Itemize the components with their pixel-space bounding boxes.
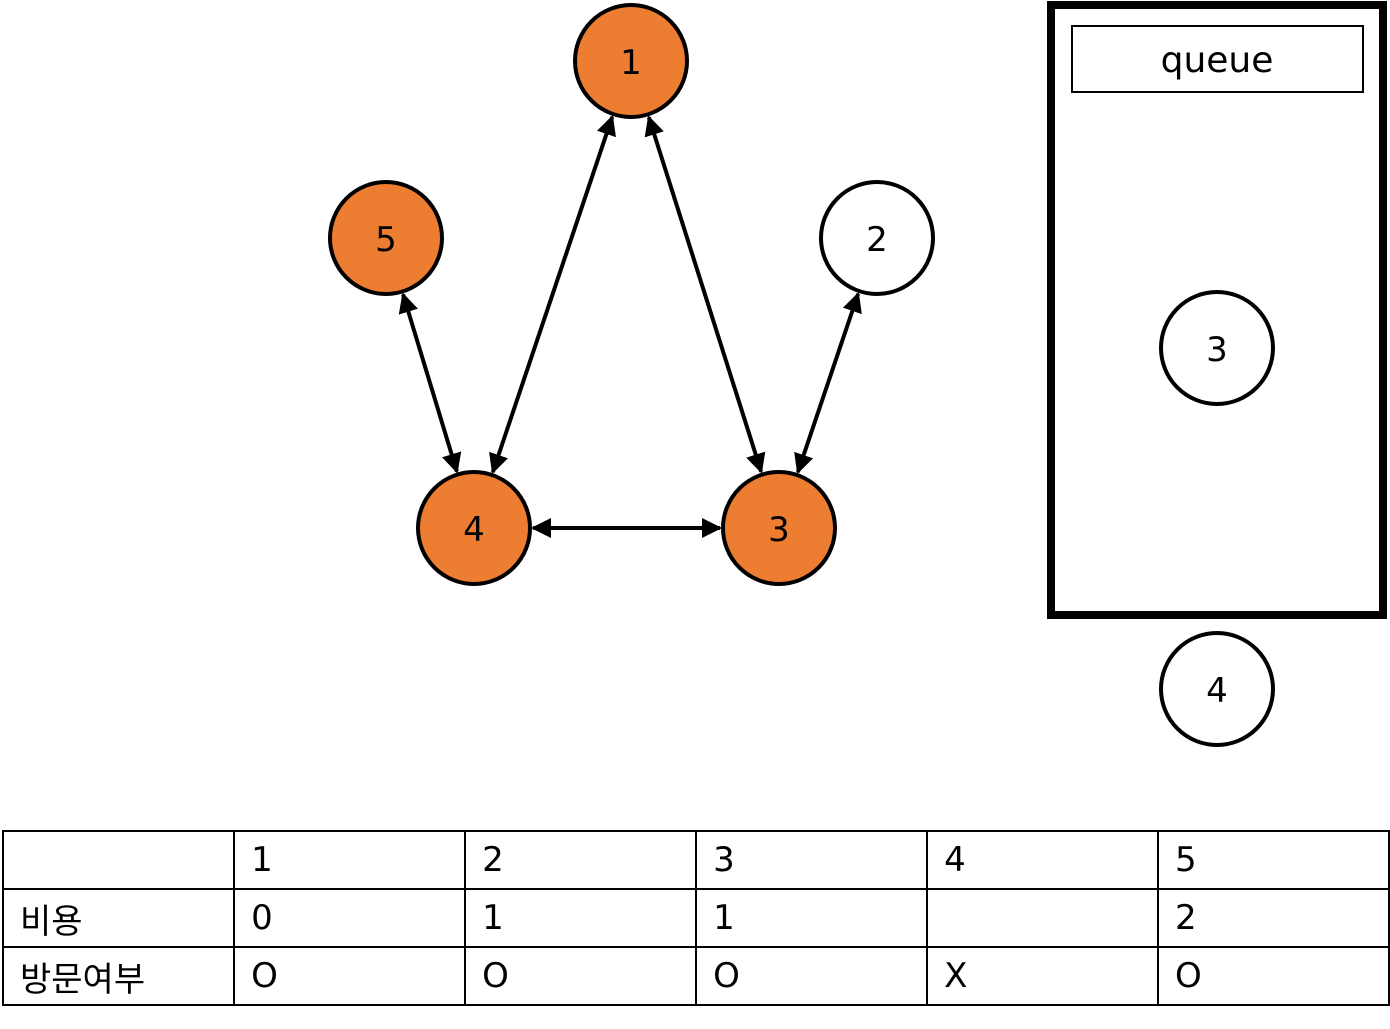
popped-node: 4	[1159, 631, 1275, 747]
node-circle	[416, 470, 532, 586]
node-circle	[819, 180, 935, 296]
graph-node-1: 1	[573, 3, 689, 119]
node-label: 2	[866, 220, 888, 260]
node-label: 1	[620, 43, 642, 83]
table-header-row: 1 2 3 4 5	[1, 830, 1390, 890]
table-cell: O	[233, 946, 467, 1006]
table-cell: 2	[1156, 888, 1390, 948]
table-cell	[926, 888, 1159, 948]
graph-nodes: 1 2 3 4 5	[328, 3, 935, 586]
edge-2-3	[794, 292, 862, 474]
table-cell: X	[926, 946, 1159, 1006]
graph-node-4: 4	[416, 470, 532, 586]
edge-1-4	[489, 115, 616, 474]
node-label: 4	[463, 510, 485, 550]
table-cell: 0	[233, 888, 467, 948]
graph-node-2: 2	[819, 180, 935, 296]
table-header-cell: 3	[695, 830, 929, 890]
bfs-graph-diagram: 1 2 3 4 5 queue 3 4	[328, 1, 1387, 747]
graph-node-3: 3	[721, 470, 837, 586]
node-circle	[328, 180, 444, 296]
table-row-visited: 방문여부 O O O X O	[1, 946, 1390, 1006]
graph-node-5: 5	[328, 180, 444, 296]
table-cell: O	[1156, 946, 1390, 1006]
table-cell: 1	[695, 888, 929, 948]
table-header-cell: 5	[1156, 830, 1390, 890]
popped-node-label: 4	[1206, 671, 1228, 711]
table-header-cell	[1, 830, 236, 890]
cost-visit-table: 1 2 3 4 5 비용 0 1 1 2 방문여부 O O O X O	[1, 830, 1390, 1006]
table-cell: O	[695, 946, 929, 1006]
table-header-cell: 4	[926, 830, 1159, 890]
queue-title: queue	[1161, 40, 1274, 81]
edge-5-4	[398, 292, 462, 474]
table-header-cell: 2	[464, 830, 698, 890]
node-label: 3	[768, 510, 790, 550]
node-label: 5	[375, 220, 397, 260]
node-circle	[573, 3, 689, 119]
queue-item-label: 3	[1206, 330, 1228, 370]
table-row-cost: 비용 0 1 1 2	[1, 888, 1390, 948]
queue-title-box	[1071, 25, 1364, 93]
node-circle	[721, 470, 837, 586]
edge-1-3	[644, 115, 766, 474]
row-label: 방문여부	[1, 946, 236, 1006]
queue-container	[1047, 1, 1387, 619]
table-cell: O	[464, 946, 698, 1006]
table-cell: 1	[464, 888, 698, 948]
queue-item: 3	[1159, 290, 1275, 406]
table-header-cell: 1	[233, 830, 467, 890]
row-label: 비용	[1, 888, 236, 948]
graph-edges	[398, 115, 862, 538]
